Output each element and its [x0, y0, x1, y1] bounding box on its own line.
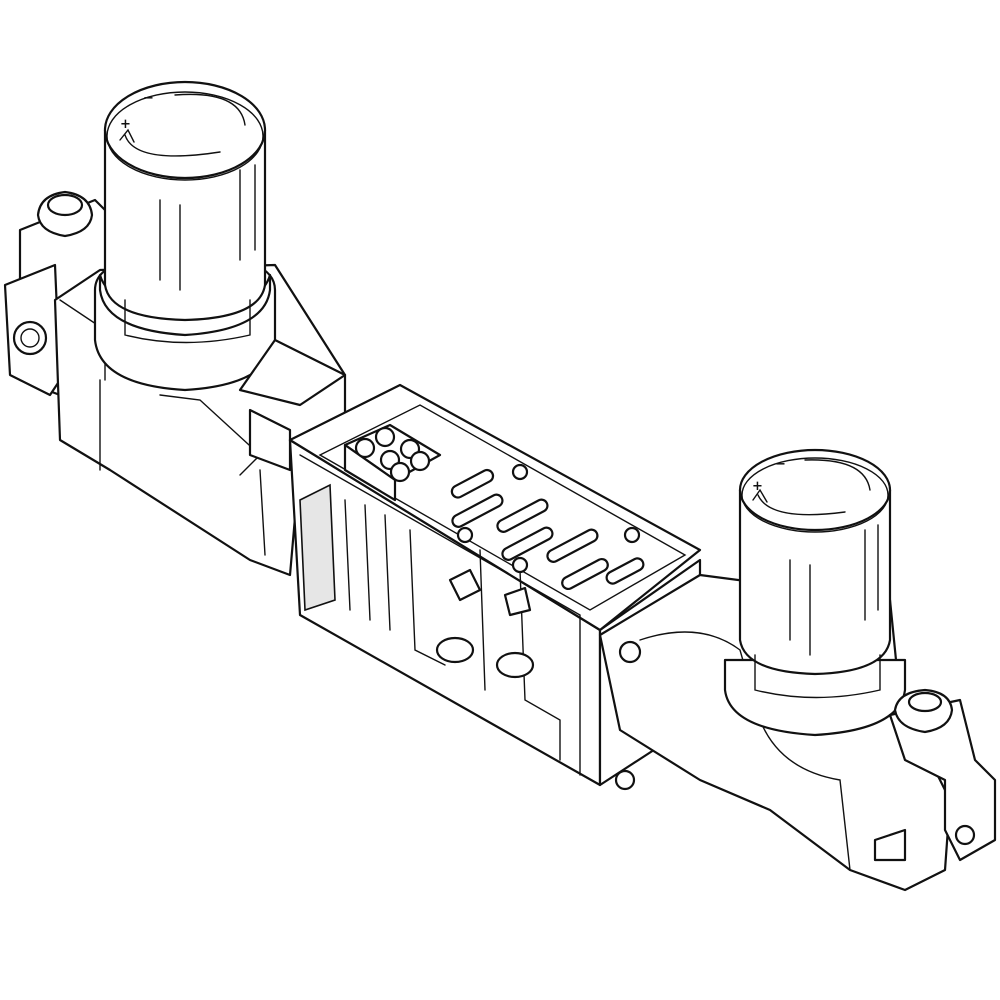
- left-regulator-knob[interactable]: + −: [103, 80, 267, 344]
- right-end-plate: [888, 688, 997, 862]
- knob-plus-mark: +: [752, 479, 763, 494]
- right-regulator-knob[interactable]: + −: [738, 448, 892, 699]
- connector-plug: [343, 423, 442, 502]
- knob-plus-mark: +: [120, 117, 131, 132]
- left-end-plate: [3, 190, 112, 397]
- rotate-arrow-icon: [752, 459, 871, 516]
- rotate-arrow-icon: [119, 93, 246, 157]
- knob-minus-mark: −: [143, 91, 154, 106]
- valve-ports: [450, 463, 645, 591]
- knob-minus-mark: −: [775, 457, 786, 472]
